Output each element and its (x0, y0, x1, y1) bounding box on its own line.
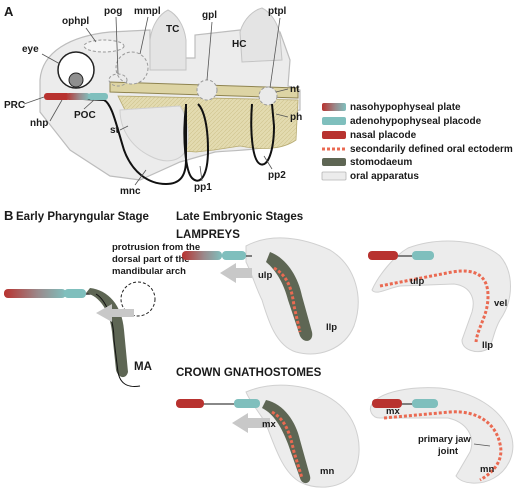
nasohypophyseal-bar (66, 93, 90, 100)
lamprey-diagram-2: ulp vel llp (368, 240, 511, 353)
label-tc: TC (166, 24, 179, 35)
lampreys-heading: LAMPREYS (176, 229, 240, 241)
early-nasohypophyseal-bar (4, 289, 66, 298)
lamprey2-oral (371, 240, 511, 353)
lamprey2-oral-ecto (379, 269, 490, 343)
protrusion-line-2: dorsal part of the (112, 254, 190, 265)
gnath1-arrow (232, 413, 270, 433)
gnathostomes-heading: CROWN GNATHOSTOMES (176, 367, 322, 379)
lamprey1-stomodaeum (266, 252, 313, 341)
legend: nasohypophyseal plate adenohypophyseal p… (321, 102, 513, 182)
eye-lens (68, 72, 84, 88)
panel-a-letter: A (4, 4, 14, 19)
label-ptpl: ptpl (268, 6, 287, 17)
jaw-joint-line-1: primary jaw (418, 434, 471, 445)
trabecular-cartilage (149, 9, 187, 71)
title-early-stage: Early Pharyngular Stage (16, 211, 149, 223)
gnathostome-diagram-2: mx primary jaw joint mn (369, 387, 514, 484)
early-outline (95, 293, 141, 387)
lamprey2-adeno-bar (412, 251, 434, 260)
lamprey2-vel: vel (494, 298, 507, 309)
label-pp2: pp2 (268, 170, 286, 181)
label-ma: MA (134, 361, 152, 373)
gnath2-mn: mn (480, 464, 494, 475)
lamprey1-llp: llp (326, 322, 337, 333)
geniculate-placode (196, 79, 218, 101)
gnath1-mx: mx (262, 419, 276, 430)
panel-b-letter: B (4, 208, 13, 223)
jaw-joint-line-2: joint (437, 446, 459, 457)
eye-outer (57, 51, 95, 89)
early-stomodaeum (86, 288, 128, 378)
legend-swatch-stomodaeum (322, 158, 346, 166)
label-nhp: nhp (30, 118, 48, 129)
label-hc: HC (232, 39, 246, 50)
label-nt: nt (290, 84, 300, 95)
lamprey1-adeno-bar (222, 251, 246, 260)
gnath2-oral-ecto (383, 410, 503, 482)
embryo-diagram (39, 7, 301, 186)
protrusion-line-3: mandibular arch (112, 266, 186, 277)
legend-swatch-nasal (322, 131, 346, 139)
protrusion-line-1: protrusion from the (112, 242, 200, 253)
legend-swatch-oral (321, 171, 347, 181)
legend-label-adeno: adenohypophyseal placode (350, 116, 482, 127)
gnath1-nasal-bar (176, 399, 204, 408)
label-st: st (110, 125, 120, 136)
legend-label-nasal: nasal placode (350, 130, 417, 141)
mmpl-placode (115, 51, 149, 85)
legend-label-nasohypophyseal: nasohypophyseal plate (350, 102, 461, 113)
label-prc: PRC (4, 100, 25, 111)
stomodaeum-outline (61, 97, 187, 186)
label-gpl: gpl (202, 10, 217, 21)
title-late-stage: Late Embryonic Stages (176, 211, 303, 223)
hyoid-cartilage (239, 7, 283, 63)
early-adeno-bar (64, 289, 86, 298)
ophthalmic-placode (83, 39, 125, 53)
gnath2-adeno-bar (412, 399, 438, 408)
lamprey2-nasal-bar (368, 251, 398, 260)
lamprey2-ulp: ulp (410, 276, 424, 287)
early-stage-diagram: protrusion from the dorsal part of the m… (4, 242, 200, 387)
label-pog: pog (104, 6, 122, 17)
gnathostome-diagram-1: mx mn (176, 384, 360, 488)
leader-lines (23, 16, 289, 186)
gnath1-stomodaeum (262, 400, 311, 484)
petrosal-placode (258, 86, 278, 106)
panel-a-labels: eye ophpl pog mmpl TC gpl ptpl HC nt ph … (4, 6, 302, 197)
protrusion-circle (120, 281, 156, 317)
label-eye: eye (22, 44, 39, 55)
legend-label-oral-ecto: secondarily defined oral ectoderm (350, 144, 513, 155)
legend-label-stomodaeum: stomodaeum (350, 157, 412, 168)
gnath2-nasal-bar (372, 399, 402, 408)
early-arrow (96, 304, 134, 322)
label-mmpl: mmpl (134, 6, 161, 17)
lamprey1-arrow (220, 263, 252, 283)
legend-swatch-nasohypophyseal (322, 103, 346, 111)
gnath1-oral-ecto (271, 410, 304, 479)
label-ph: ph (290, 112, 302, 123)
lamprey-diagram-1: ulp llp (182, 237, 359, 355)
nasal-placode-bar (44, 93, 70, 100)
pharyngeal-pouch-2 (250, 103, 276, 166)
label-pp1: pp1 (194, 182, 212, 193)
lamprey2-llp: llp (482, 340, 493, 351)
label-poc: POC (74, 110, 96, 121)
gnath2-mx: mx (386, 406, 400, 417)
adeno-placode-bar (88, 93, 108, 100)
legend-label-oral: oral apparatus (350, 171, 419, 182)
label-ophpl: ophpl (62, 16, 89, 27)
gnath2-oral (369, 387, 514, 484)
label-mnc: mnc (120, 186, 141, 197)
lamprey1-nh-bar (182, 251, 222, 260)
jaw-joint-leader (473, 443, 491, 447)
legend-swatch-adeno (322, 117, 346, 125)
gnath1-adeno-bar (234, 399, 260, 408)
lamprey1-ulp: ulp (258, 270, 272, 281)
gnath1-mn: mn (320, 466, 334, 477)
